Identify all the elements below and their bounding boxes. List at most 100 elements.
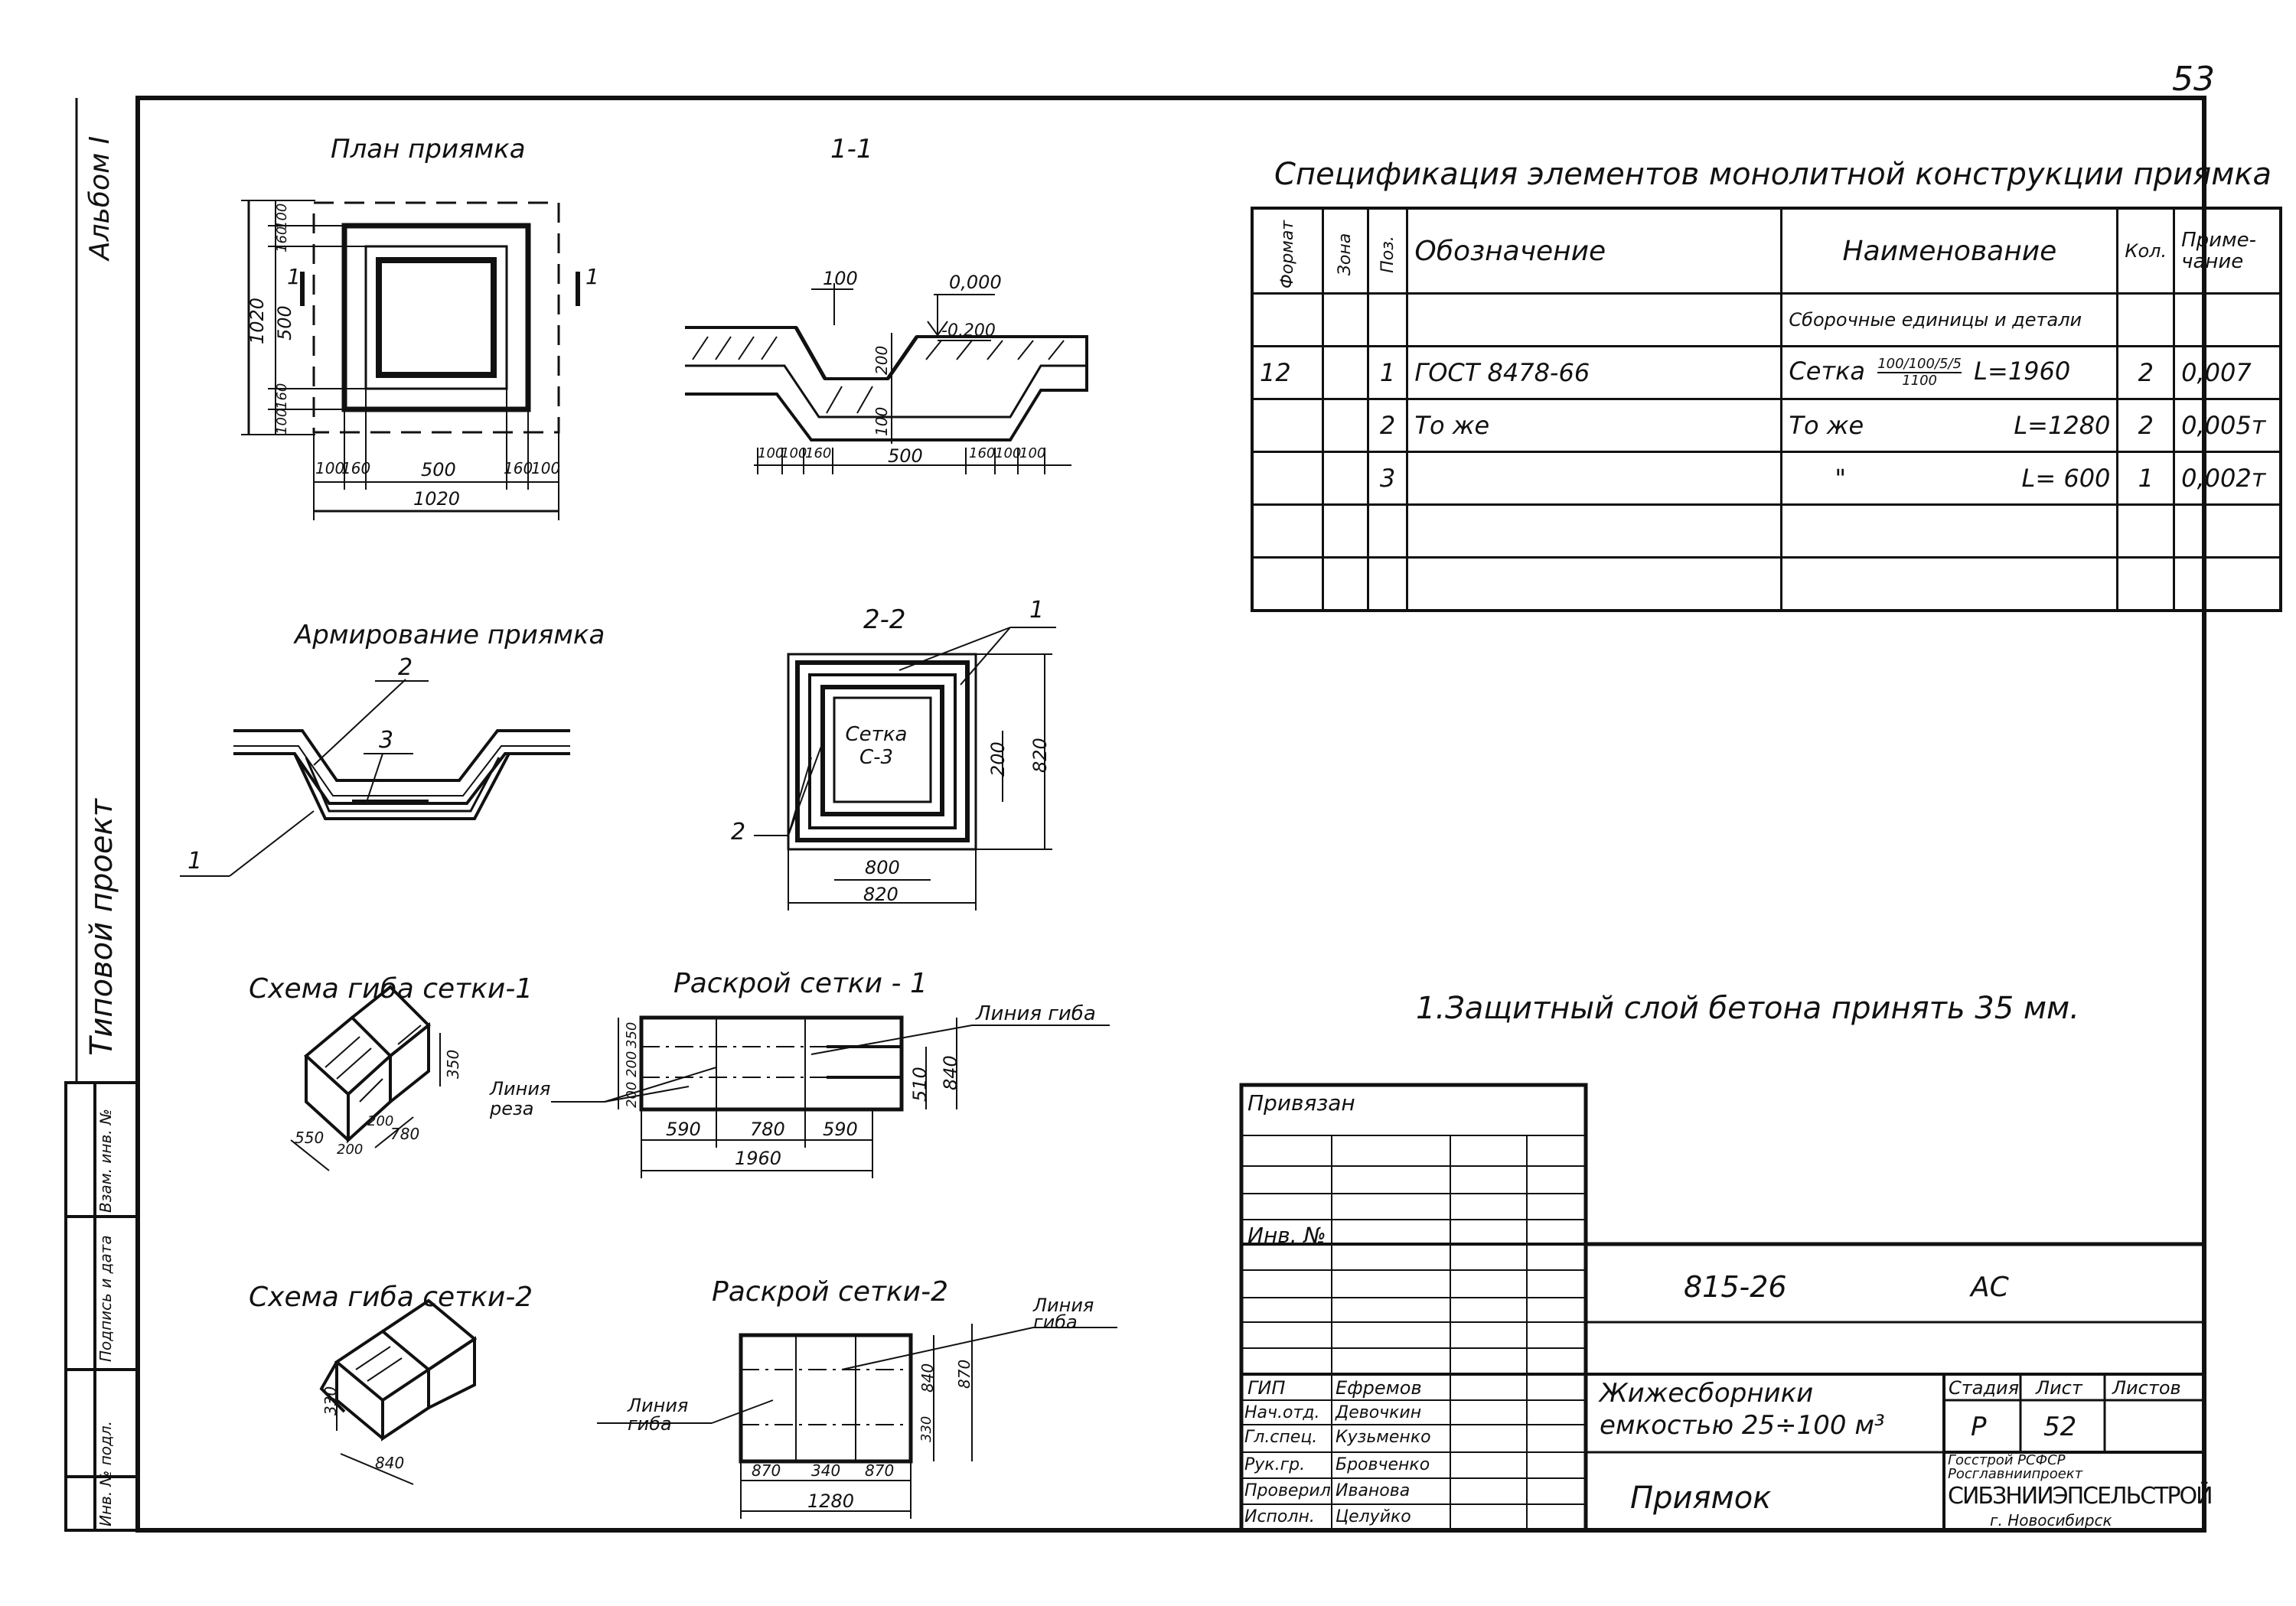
section-2-2-dim-bottom-inner: 800 bbox=[865, 857, 900, 878]
tb-role-4: Рук.гр. bbox=[1244, 1455, 1306, 1474]
tb-inv-no: Инв. № bbox=[1247, 1223, 1326, 1248]
reinforcement-label-2: 2 bbox=[398, 654, 413, 681]
tb-role-5: Проверил bbox=[1244, 1481, 1331, 1500]
cut-1-dim-b3: 590 bbox=[823, 1119, 858, 1140]
spec-cell-zone bbox=[1322, 398, 1369, 453]
section-1-1-top-dim: 100 bbox=[823, 268, 858, 289]
plan-dim-bottom-2: 160 bbox=[341, 459, 371, 477]
spec-cell-pos: 2 bbox=[1366, 398, 1409, 453]
project-type-label: Типовой проект bbox=[84, 799, 119, 1056]
spec-cell-pos: 1 bbox=[1366, 345, 1409, 400]
spec-mesh-name: То же bbox=[1789, 411, 1864, 440]
spec-cell-designation: То же bbox=[1406, 398, 1783, 453]
spec-cell-format bbox=[1251, 451, 1325, 506]
tb-section-code: АС bbox=[1971, 1272, 2009, 1303]
tb-org-top: Госстрой РСФСР Росглавниипроект bbox=[1948, 1452, 2083, 1482]
tb-stage-label: Стадия bbox=[1949, 1377, 2020, 1399]
tb-sheets-label: Листов bbox=[2112, 1377, 2181, 1399]
spec-cell-qty: 2 bbox=[2116, 345, 2176, 400]
section-1-1-dim-b3: 160 bbox=[805, 445, 832, 461]
cut-2-title: Раскрой сетки-2 bbox=[712, 1276, 948, 1308]
plan-drawing bbox=[241, 200, 580, 520]
section-2-2-label-2: 2 bbox=[731, 819, 746, 845]
cut-1-dim-b1: 590 bbox=[666, 1119, 701, 1140]
tb-role-2: Нач.отд. bbox=[1244, 1403, 1320, 1422]
section-2-2-drawing bbox=[754, 627, 1056, 911]
spec-mesh-fraction: 100/100/5/5 1100 bbox=[1877, 357, 1962, 389]
plan-dim-left-3: 500 bbox=[274, 305, 295, 340]
spec-header-pos: Поз. bbox=[1366, 207, 1409, 295]
spec-mesh-name: Сетка bbox=[1789, 357, 1866, 386]
cut-2-dim-b1: 870 bbox=[752, 1461, 781, 1480]
plan-dim-bottom-1: 100 bbox=[315, 459, 345, 477]
cut-1-title: Раскрой сетки - 1 bbox=[673, 968, 928, 999]
spec-cell-note: 0,007 bbox=[2173, 345, 2282, 400]
plan-title: План приямка bbox=[331, 134, 526, 165]
tb-project-code: 815-26 bbox=[1684, 1270, 1787, 1304]
section-1-1-dim-b2: 100 bbox=[781, 445, 807, 461]
plan-dim-total-bottom: 1020 bbox=[413, 488, 461, 510]
reinforcement-label-1: 1 bbox=[188, 848, 203, 875]
tb-name-4: Бровченко bbox=[1336, 1455, 1430, 1474]
cut-1-line-bend: Линия гиба bbox=[976, 1002, 1096, 1025]
section-2-2-dim-right: 820 bbox=[1029, 738, 1051, 773]
tb-name-3: Кузьменко bbox=[1336, 1428, 1431, 1447]
section-2-2-dim-bottom: 820 bbox=[863, 884, 899, 905]
section-1-1-dim-b4: 500 bbox=[888, 445, 923, 467]
spec-group-label: Сборочные единицы и детали bbox=[1780, 292, 2119, 347]
spec-cell-format bbox=[1251, 398, 1325, 453]
spec-cell-name: То же L=1280 bbox=[1780, 398, 2119, 453]
plan-dim-bottom-4: 160 bbox=[504, 459, 533, 477]
section-2-2-dim-inner: 200 bbox=[987, 741, 1009, 777]
bend-1-dim-4: 780 bbox=[390, 1125, 420, 1143]
tb-org-name: СИБЗНИИЭПСЕЛЬСТРОЙ bbox=[1948, 1483, 2213, 1510]
album-label: Альбом I bbox=[84, 135, 116, 260]
tb-tied: Привязан bbox=[1247, 1090, 1355, 1116]
spec-row-3: 3 " L= 600 1 0,002т bbox=[1251, 451, 2282, 506]
section-1-1-dim-b1: 100 bbox=[758, 445, 784, 461]
cut-1-dim-l2: 200 bbox=[624, 1051, 640, 1077]
section-1-1-title: 1-1 bbox=[830, 134, 873, 165]
bend-1-dim-5: 350 bbox=[444, 1049, 462, 1079]
section-1-1-dim-b7: 100 bbox=[1019, 445, 1046, 461]
plan-section-mark-left: 1 bbox=[287, 264, 301, 289]
bend-1-drawing bbox=[290, 985, 441, 1171]
section-2-2-title: 2-2 bbox=[863, 604, 906, 635]
spec-cell-qty: 2 bbox=[2116, 398, 2176, 453]
bend-2-dim-2: 840 bbox=[375, 1454, 405, 1472]
spec-row-empty bbox=[1251, 503, 2282, 559]
bend-2-dim-1: 330 bbox=[321, 1386, 340, 1415]
section-1-1-dim-b5: 160 bbox=[969, 445, 996, 461]
cut-1-dim-l1: 350 bbox=[624, 1021, 640, 1048]
tb-sheet-label: Лист bbox=[2036, 1377, 2082, 1399]
tb-sheet-title: Приямок bbox=[1630, 1481, 1772, 1516]
tb-role-3: Гл.спец. bbox=[1244, 1428, 1318, 1447]
plan-dim-total-left: 1020 bbox=[246, 297, 268, 344]
reinforcement-label-3: 3 bbox=[379, 727, 394, 754]
spec-row-empty bbox=[1251, 556, 2282, 612]
cut-1-dim-total: 1960 bbox=[735, 1148, 782, 1169]
plan-dim-left-4: 160 bbox=[274, 383, 290, 409]
stamp-field-sign: Подпись и дата bbox=[96, 1235, 115, 1362]
reinforcement-drawing bbox=[180, 679, 570, 877]
spec-cell-qty: 1 bbox=[2116, 451, 2176, 506]
spec-length: L=1280 bbox=[2014, 411, 2111, 440]
bend-1-dim-2: 200 bbox=[337, 1142, 364, 1158]
spec-row-1: 12 1 ГОСТ 8478-66 Сетка 100/100/5/5 1100… bbox=[1251, 345, 2282, 400]
spec-cell-zone bbox=[1322, 345, 1369, 400]
spec-title: Спецификация элементов монолитной констр… bbox=[1274, 157, 2272, 192]
stamp-field-replace: Взам. инв. № bbox=[96, 1109, 115, 1213]
title-block-lines bbox=[1239, 1083, 2204, 1533]
cut-2-dim-r3: 870 bbox=[955, 1359, 974, 1389]
spec-length: L= 600 bbox=[2021, 464, 2111, 493]
spec-cell-designation bbox=[1406, 451, 1783, 506]
cut-2-dim-b3: 870 bbox=[865, 1461, 895, 1480]
spec-header-format: Формат bbox=[1251, 207, 1325, 295]
spec-length: L=1960 bbox=[1974, 357, 2071, 386]
spec-header-name: Наименование bbox=[1780, 207, 2119, 295]
cut-1-drawing bbox=[551, 1015, 1110, 1178]
cut-2-line-bend-left: Линия гиба bbox=[628, 1395, 689, 1435]
spec-cell-designation: ГОСТ 8478-66 bbox=[1406, 345, 1783, 400]
cut-1-line-cut: Линия реза bbox=[490, 1078, 551, 1119]
